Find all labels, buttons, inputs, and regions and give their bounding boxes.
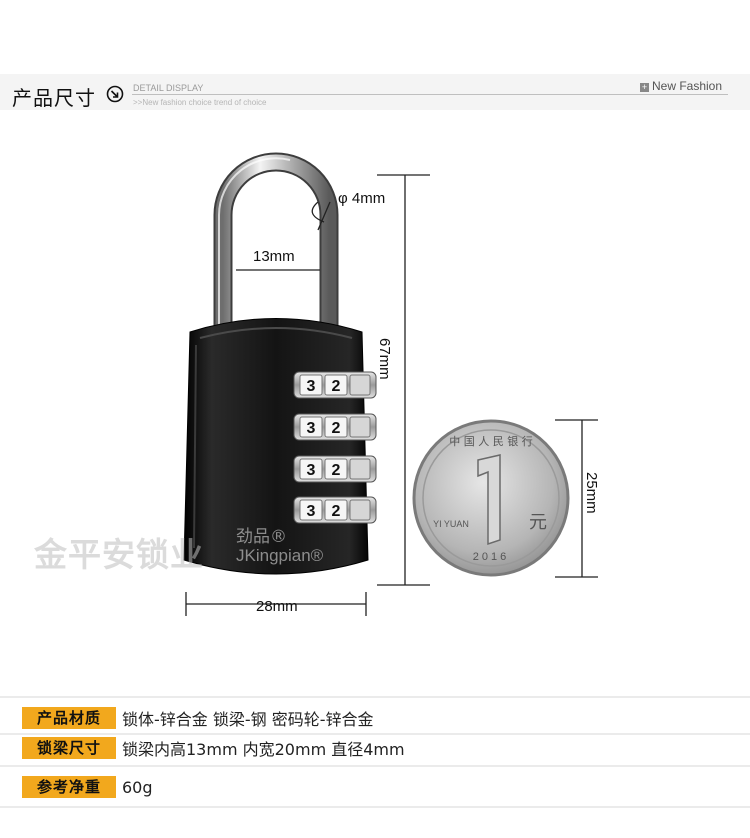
spec-row-material: 产品材质 锁体-锌合金 锁梁-钢 密码轮-锌合金 — [22, 707, 374, 729]
spec-row-shackle-size: 锁梁尺寸 锁梁内高13mm 内宽20mm 直径4mm — [22, 737, 405, 759]
plus-icon: + — [640, 82, 649, 92]
wheel-row-4: 3 2 — [293, 496, 377, 524]
wheel-row-1: 3 2 — [293, 371, 377, 399]
spec-label: 产品材质 — [22, 707, 116, 729]
spec-label: 参考净重 — [22, 776, 116, 798]
header-subtitle: DETAIL DISPLAY — [133, 83, 204, 93]
wheel-digit: 2 — [332, 462, 341, 479]
watermark-brand-en: JKingpian® — [236, 546, 324, 565]
combination-wheels: 3 2 3 2 3 2 3 2 — [293, 371, 377, 524]
wheel-row-2: 3 2 — [293, 413, 377, 441]
spec-label: 锁梁尺寸 — [22, 737, 116, 759]
wheel-digit: 3 — [307, 462, 316, 479]
coin-unit: 元 — [529, 512, 547, 533]
watermark-company: 金平安锁业 — [34, 535, 204, 574]
header-band — [0, 74, 750, 110]
spec-divider — [0, 733, 750, 735]
watermark-brand-cn: 劲品® — [236, 527, 287, 547]
diameter-marker — [311, 201, 325, 223]
total-height-label: 67mm — [376, 338, 393, 380]
header-tagline: >>New fashion choice trend of choice — [133, 98, 267, 107]
height-dimension-line — [377, 174, 430, 586]
wheel-digit: 2 — [332, 420, 341, 437]
wheel-row-3: 3 2 — [293, 455, 377, 483]
coin-diameter-label: 25mm — [583, 472, 600, 514]
coin: 中 国 人 民 银 行 YI YUAN 元 2016 — [412, 419, 570, 577]
wheel-digit: 3 — [307, 378, 316, 395]
wheel-digit: 2 — [332, 378, 341, 395]
coin-top-text: 中 国 人 民 银 行 — [449, 434, 532, 448]
new-fashion-label: New Fashion — [652, 79, 723, 93]
wheel-digit: 3 — [307, 420, 316, 437]
coin-year: 2016 — [473, 551, 509, 563]
dimension-lines — [185, 174, 598, 616]
lock-shackle — [213, 152, 339, 330]
new-fashion-badge: +New Fashion — [640, 79, 722, 93]
spec-divider — [0, 765, 750, 767]
spec-row-weight: 参考净重 60g — [22, 776, 153, 798]
width-dimension-line — [185, 592, 367, 616]
spec-value: 锁梁内高13mm 内宽20mm 直径4mm — [122, 740, 405, 759]
shackle-diameter-label: φ 4mm — [338, 190, 386, 207]
wheel-digit: 2 — [332, 503, 341, 520]
spec-value: 60g — [122, 777, 153, 797]
page-title: 产品尺寸 — [12, 86, 96, 110]
spec-divider — [0, 696, 750, 698]
diameter-leader — [317, 201, 331, 231]
arrow-circle-icon — [106, 85, 124, 103]
spec-value: 锁体-锌合金 锁梁-钢 密码轮-锌合金 — [122, 710, 374, 729]
coin-pinyin: YI YUAN — [433, 519, 469, 529]
body-width-label: 28mm — [256, 598, 298, 615]
shackle-width-label: 13mm — [253, 248, 295, 265]
coin-dimension-line — [555, 419, 598, 578]
spec-divider — [0, 806, 750, 808]
wheel-digit: 3 — [307, 503, 316, 520]
header-divider — [132, 94, 728, 95]
